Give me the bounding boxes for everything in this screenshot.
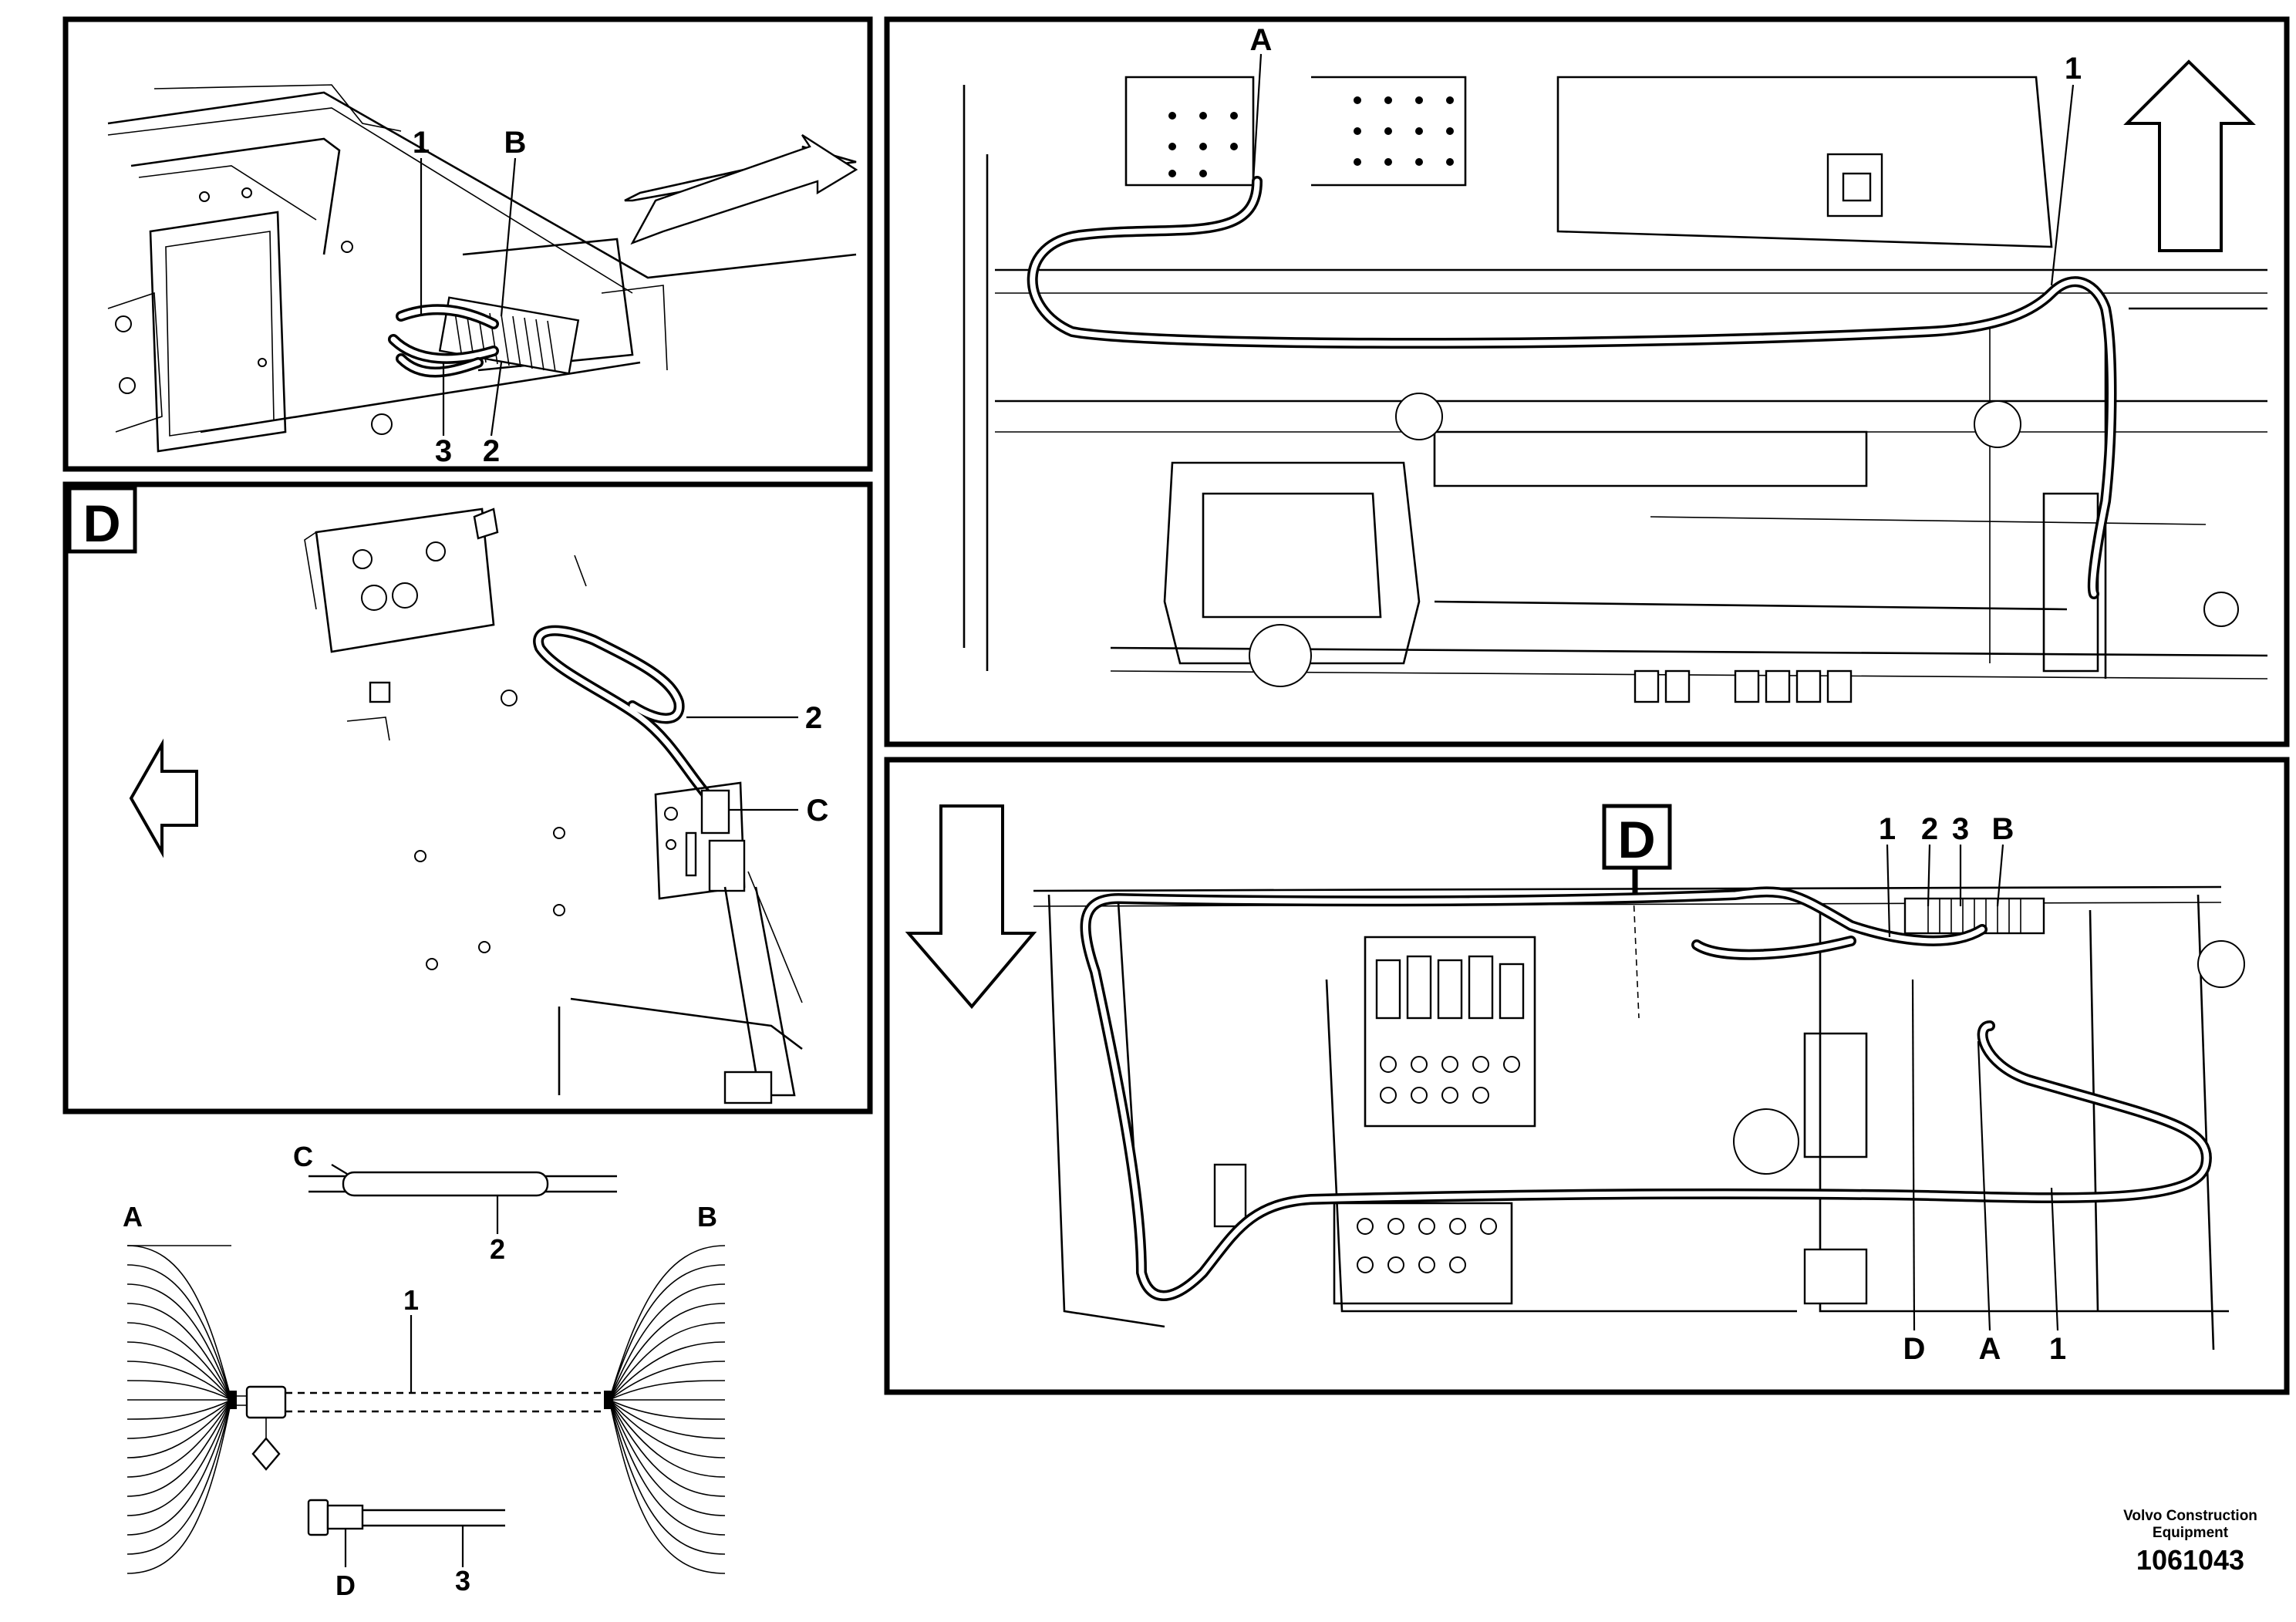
panel-label-3: 3: [435, 434, 452, 468]
valve-stack: [1633, 669, 1853, 703]
view-d-label-2: 2: [805, 701, 822, 735]
schematic-label-3: 3: [455, 1565, 470, 1597]
panel-top-right: A 1: [884, 16, 2290, 747]
detail-label-1-bottom: 1: [2049, 1332, 2066, 1366]
brand-line-2: Equipment: [2152, 1525, 2229, 1541]
detail-label-2: 2: [1921, 812, 1938, 846]
detail-label-1: 1: [1879, 812, 1896, 846]
panel-view-d: D 2: [62, 481, 873, 1114]
schematic-label-a: A: [123, 1201, 143, 1233]
brand-line-1: Volvo Construction: [2123, 1508, 2257, 1524]
schematic-label-1: 1: [403, 1284, 419, 1316]
panel-top-left: 1 B 3 2: [62, 16, 873, 472]
detail-label-b: B: [1992, 812, 2014, 846]
overview-label-a: A: [1250, 23, 1273, 57]
valve-block-upper: [1364, 936, 1536, 1128]
harness-right-fan: [609, 1245, 726, 1574]
view-d-tag: D: [83, 494, 120, 553]
view-d-label-c: C: [807, 794, 829, 828]
schematic-label-d: D: [335, 1570, 356, 1601]
drawing-number: 1061043: [2136, 1544, 2245, 1576]
schematic-label-c: C: [293, 1141, 313, 1172]
console-bolts: [1168, 96, 1454, 177]
harness-left-fan: [126, 1245, 232, 1574]
brand-caption: Volvo Construction Equipment: [2098, 1508, 2283, 1542]
detail-label-d: D: [1903, 1332, 1926, 1366]
schematic-label-2: 2: [490, 1233, 505, 1265]
detail-label-a: A: [1979, 1332, 2001, 1366]
panel-label-b: B: [504, 126, 527, 160]
detail-label-3: 3: [1952, 812, 1969, 846]
wiring-schematic: C 2: [123, 1141, 726, 1601]
overview-label-1: 1: [2065, 52, 2082, 86]
overview-view-d-tag: D: [1617, 811, 1655, 869]
panel-label-2: 2: [483, 434, 500, 468]
panel-label-1: 1: [413, 126, 430, 160]
schematic-label-b: B: [697, 1201, 717, 1233]
valve-block-lower: [1333, 1202, 1513, 1305]
panel-bottom-right: D: [884, 757, 2290, 1395]
